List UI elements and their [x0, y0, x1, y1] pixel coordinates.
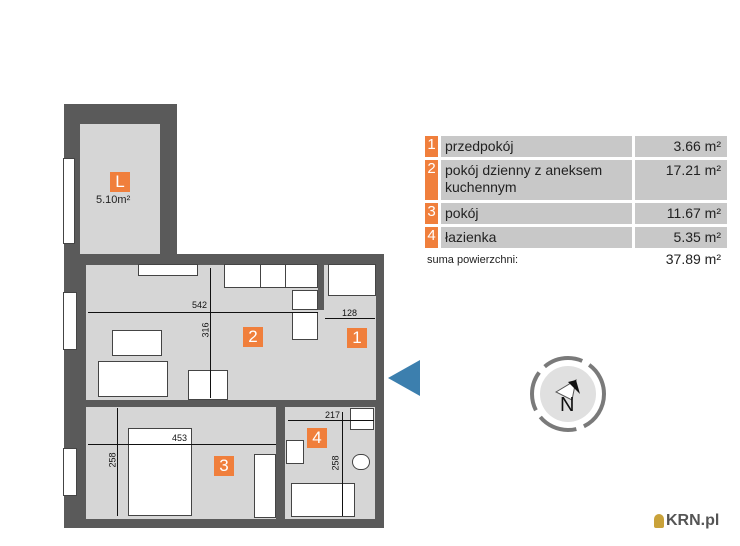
legend-area: 5.35 m² — [635, 227, 727, 248]
dim-line-bath-height — [342, 412, 343, 516]
compass: N — [528, 354, 608, 434]
room-badge-3: 3 — [214, 456, 234, 476]
legend-area: 11.67 m² — [635, 203, 727, 224]
watermark-logo-icon — [654, 514, 664, 528]
total-value: 37.89 m² — [665, 251, 721, 267]
dim-living-width: 542 — [192, 300, 208, 310]
legend-row: 2 pokój dzienny z aneksem kuchennym 17.2… — [425, 160, 727, 200]
dim-line-living-width — [88, 312, 318, 313]
washing-machine — [350, 408, 374, 430]
room-badge-2: 2 — [243, 327, 263, 347]
watermark-text: KRN.pl — [666, 512, 720, 529]
interior-wall — [86, 400, 376, 406]
bed — [128, 428, 192, 516]
legend-name: pokój — [441, 203, 632, 224]
balcony-badge: L — [110, 172, 130, 192]
toilet — [352, 454, 370, 470]
legend-area: 17.21 m² — [635, 160, 727, 200]
dim-line-hall-width — [325, 318, 375, 319]
tv-stand — [188, 370, 228, 400]
legend-row: 1 przedpokój 3.66 m² — [425, 136, 727, 157]
interior-wall-bath — [277, 406, 284, 519]
dim-line-bath-width — [288, 420, 374, 421]
hall-wall — [318, 265, 324, 310]
legend-area: 3.66 m² — [635, 136, 727, 157]
living-window — [63, 292, 77, 350]
living-shelf — [138, 264, 198, 276]
room-badge-4: 4 — [307, 428, 327, 448]
compass-ring-icon — [530, 356, 606, 432]
dim-hall-width: 128 — [342, 308, 358, 318]
dim-bedroom-height: 258 — [107, 452, 118, 468]
legend-row: 3 pokój 11.67 m² — [425, 203, 727, 224]
legend-number: 2 — [425, 160, 438, 200]
dim-line-living-height — [210, 268, 211, 398]
stove — [260, 264, 286, 288]
legend-number: 1 — [425, 136, 438, 157]
legend-name: przedpokój — [441, 136, 632, 157]
room-badge-1: 1 — [347, 328, 367, 348]
legend-number: 4 — [425, 227, 438, 248]
total-label: suma powierzchni: — [427, 254, 519, 266]
table — [112, 330, 162, 356]
legend-total: suma powierzchni: 37.89 m² — [425, 251, 727, 267]
dim-line-bedroom-height — [117, 408, 118, 516]
legend-name: pokój dzienny z aneksem kuchennym — [441, 160, 632, 200]
dim-bath-height: 258 — [330, 455, 341, 471]
washbasin — [286, 440, 304, 464]
legend-name: łazienka — [441, 227, 632, 248]
hall-wardrobe — [328, 264, 376, 296]
watermark: KRN.pl — [654, 512, 719, 530]
area-legend: 1 przedpokój 3.66 m² 2 pokój dzienny z a… — [425, 136, 727, 267]
legend-number: 3 — [425, 203, 438, 224]
legend-row: 4 łazienka 5.35 m² — [425, 227, 727, 248]
dim-line-bedroom-width — [88, 444, 276, 445]
bathtub — [291, 483, 355, 517]
sink — [292, 290, 318, 310]
dim-bath-width: 217 — [325, 410, 341, 420]
fridge — [292, 312, 318, 340]
balcony-window — [63, 158, 75, 244]
sofa — [98, 361, 168, 397]
compass-north-label: N — [560, 394, 575, 416]
dim-bedroom-width: 453 — [172, 433, 188, 443]
bedroom-window — [63, 448, 77, 496]
bedroom-wardrobe — [254, 454, 276, 518]
entrance-arrow-icon — [388, 360, 420, 396]
balcony-area: 5.10m² — [96, 194, 131, 206]
dim-living-height: 316 — [200, 322, 211, 338]
